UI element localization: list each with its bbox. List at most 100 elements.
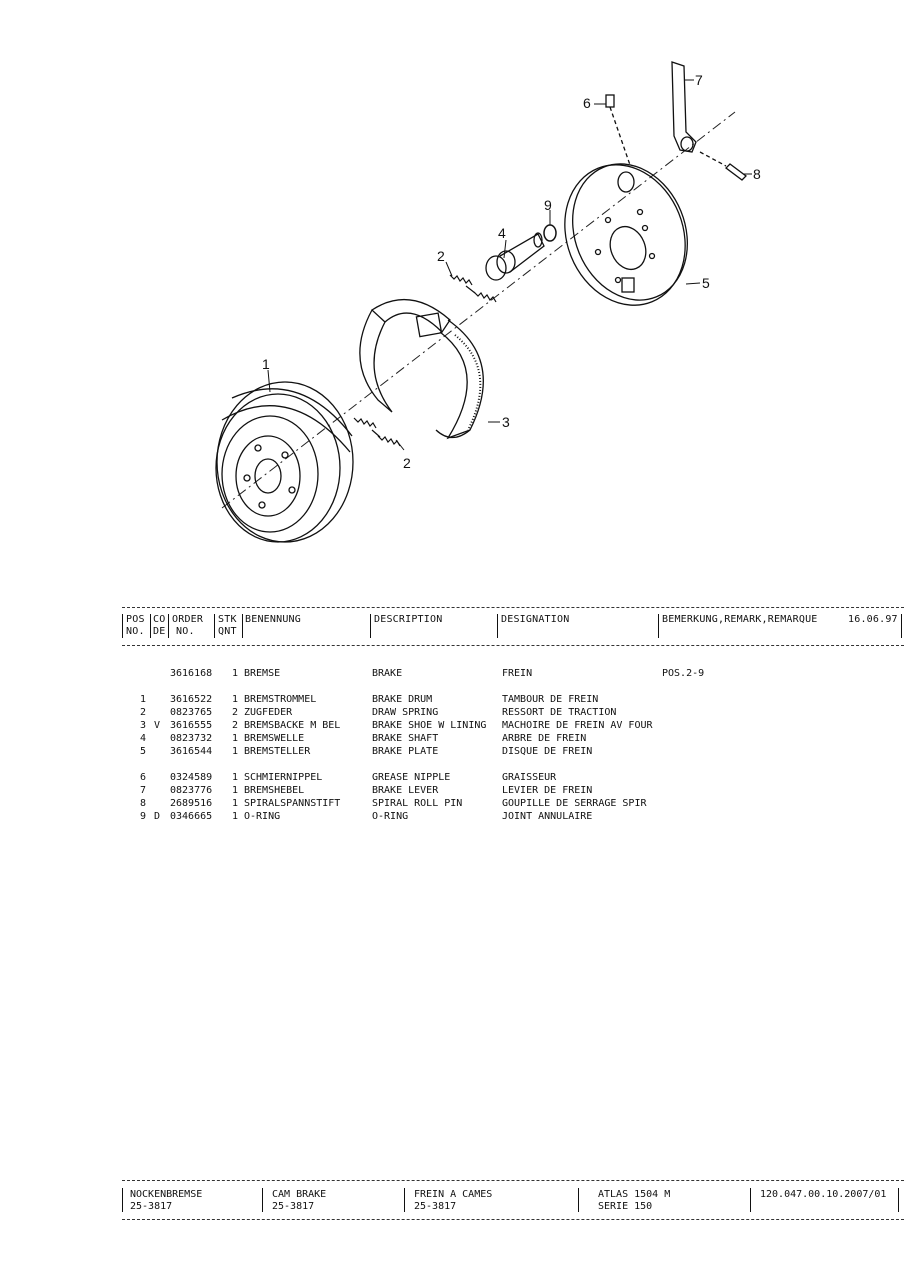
cell-designation: RESSORT DE TRACTION — [502, 707, 617, 718]
cell-pos: 1 — [140, 694, 147, 705]
footer-divider — [262, 1188, 263, 1212]
cell-benennung: BREMSTELLER — [244, 746, 311, 757]
cell-order: 0346665 — [170, 811, 213, 822]
cell-designation: JOINT ANNULAIRE — [502, 811, 593, 822]
cell-qty: 1 — [232, 733, 239, 744]
cell-order: 0823776 — [170, 785, 213, 796]
footer-fr-title: FREIN A CAMES — [414, 1189, 493, 1200]
cell-qty: 1 — [232, 798, 239, 809]
spiral-roll-pin-part — [699, 151, 747, 181]
header-remark: BEMERKUNG,REMARK,REMARQUE — [662, 614, 818, 625]
footer-fr-code: 25-3817 — [414, 1201, 457, 1212]
o-ring-part — [543, 224, 557, 242]
cell-designation: DISQUE DE FREIN — [502, 746, 593, 757]
cell-description: BRAKE DRUM — [372, 694, 433, 705]
footer-divider — [750, 1188, 751, 1212]
callout-2-upper: 2 — [437, 248, 445, 264]
cell-qty: 1 — [232, 811, 239, 822]
footer-doc-number: 120.047.00.10.2007/01 — [760, 1189, 887, 1200]
cell-description: BRAKE PLATE — [372, 746, 439, 757]
cell-pos: 7 — [140, 785, 147, 796]
cell-pos: 3 — [140, 720, 147, 731]
cell-benennung: BREMSTROMMEL — [244, 694, 317, 705]
cell-designation: FREIN — [502, 668, 533, 679]
callout-7: 7 — [695, 72, 703, 88]
leader-lines — [267, 79, 752, 451]
cell-description: DRAW SPRING — [372, 707, 439, 718]
col-divider — [242, 614, 243, 638]
table-top-rule — [122, 607, 904, 608]
cell-designation: GRAISSEUR — [502, 772, 557, 783]
callout-3: 3 — [502, 414, 510, 430]
col-divider — [658, 614, 659, 638]
cell-order: 3616168 — [170, 668, 213, 679]
header-designation: DESIGNATION — [501, 614, 570, 625]
col-divider — [214, 614, 215, 638]
footer-bottom-rule — [122, 1219, 904, 1220]
cell-qty: 2 — [232, 720, 239, 731]
exploded-view-diagram: 1 2 2 3 4 5 6 7 8 9 — [215, 61, 761, 543]
cell-description: O-RING — [372, 811, 409, 822]
header-code-de: DE — [153, 626, 166, 637]
callout-1: 1 — [262, 356, 270, 372]
col-divider — [901, 614, 902, 638]
cell-pos: 4 — [140, 733, 147, 744]
axis-line — [221, 111, 736, 509]
footer-de-title: NOCKENBREMSE — [130, 1189, 203, 1200]
table-header-rule — [122, 645, 904, 646]
header-pos-no: NO. — [126, 626, 145, 637]
header-qty-qnt: QNT — [218, 626, 237, 637]
col-divider — [122, 614, 123, 638]
cell-benennung: ZUGFEDER — [244, 707, 293, 718]
cell-pos: 5 — [140, 746, 147, 757]
cell-order: 3616555 — [170, 720, 213, 731]
cell-code: V — [154, 720, 161, 731]
brake-plate-part — [564, 163, 688, 306]
cell-benennung: BREMSE — [244, 668, 281, 679]
brake-lever-part — [671, 61, 697, 153]
brake-shaft-part — [485, 232, 545, 281]
callout-5: 5 — [702, 275, 710, 291]
cell-qty: 1 — [232, 785, 239, 796]
header-pos: POS — [126, 614, 145, 625]
footer-divider — [898, 1188, 899, 1212]
footer-top-rule — [122, 1180, 904, 1181]
footer-divider — [578, 1188, 579, 1212]
footer-en-code: 25-3817 — [272, 1201, 315, 1212]
cell-benennung: BREMSHEBEL — [244, 785, 305, 796]
col-divider — [370, 614, 371, 638]
brake-shoe-part — [359, 298, 484, 440]
cell-benennung: SPIRALSPANNSTIFT — [244, 798, 341, 809]
cell-description: BRAKE — [372, 668, 403, 679]
cell-order: 0823732 — [170, 733, 213, 744]
footer-en-title: CAM BRAKE — [272, 1189, 327, 1200]
cell-qty: 1 — [232, 694, 239, 705]
cell-benennung: BREMSBACKE M BEL — [244, 720, 341, 731]
header-date: 16.06.97 — [848, 614, 898, 625]
footer-divider — [122, 1188, 123, 1212]
header-qty: STK — [218, 614, 237, 625]
brake-drum-part — [215, 381, 354, 543]
header-benennung: BENENNUNG — [245, 614, 301, 625]
cell-pos: 2 — [140, 707, 147, 718]
cell-order: 3616522 — [170, 694, 213, 705]
header-description: DESCRIPTION — [374, 614, 443, 625]
footer-divider — [404, 1188, 405, 1212]
cell-description: BRAKE SHAFT — [372, 733, 439, 744]
footer-series: SERIE 150 — [598, 1201, 653, 1212]
callout-6: 6 — [583, 95, 591, 111]
cell-pos: 9 — [140, 811, 147, 822]
header-order: ORDER — [172, 614, 204, 625]
cell-description: GREASE NIPPLE — [372, 772, 451, 783]
cell-benennung: O-RING — [244, 811, 281, 822]
cell-qty: 1 — [232, 746, 239, 757]
cell-designation: LEVIER DE FREIN — [502, 785, 593, 796]
